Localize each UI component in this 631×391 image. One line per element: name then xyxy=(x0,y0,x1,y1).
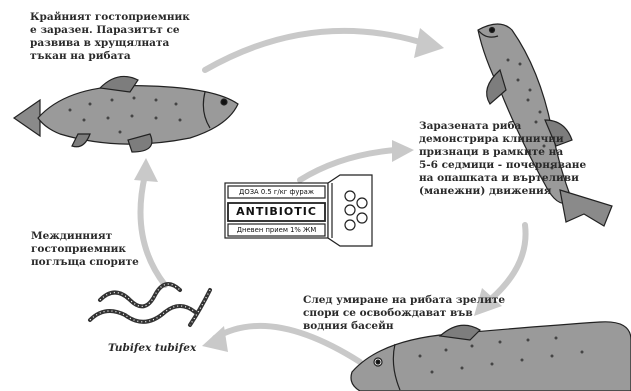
caption-intermediate-host: Междинният гостоприемник поглъща спорите xyxy=(31,230,139,269)
caption-spore-release: След умиране на рибата зрелите спори се … xyxy=(303,294,505,333)
antibiotic-label: ANTIBIOTIC xyxy=(230,205,323,219)
daily-dose-label: Дневен прием 1% ЖМ xyxy=(230,225,323,235)
fish-left-icon xyxy=(14,76,238,152)
caption-clinical-signs: Заразената риба демонстрира клинични при… xyxy=(419,120,586,198)
dose-label: ДОЗА 0.5 г/кг фураж xyxy=(230,187,323,197)
tubifex-worm-icon xyxy=(90,284,210,325)
worm-species-label: Tubifex tubifex xyxy=(108,342,196,355)
caption-definitive-host: Крайният гостоприемник е заразен. Парази… xyxy=(30,11,190,63)
